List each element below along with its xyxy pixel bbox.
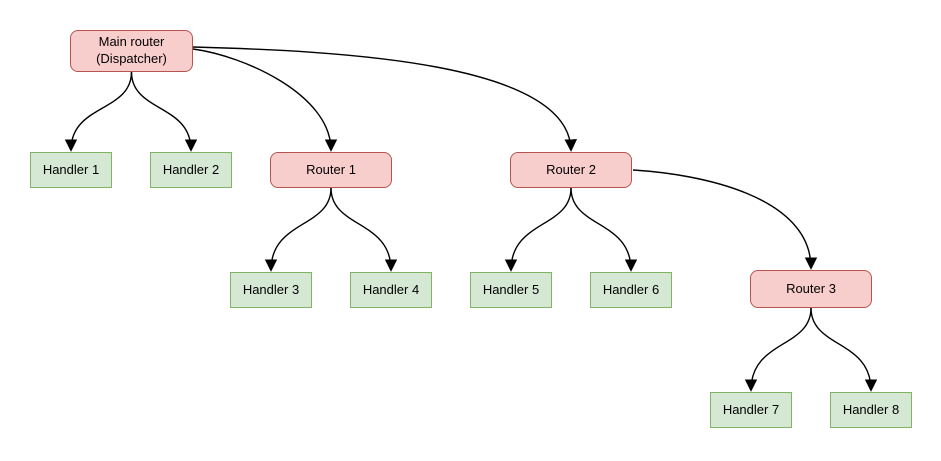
node-label: Handler 5 — [482, 281, 540, 297]
edge-router3-to-handler8 — [810, 307, 878, 392]
edge-router2-to-handler6 — [570, 187, 638, 272]
node-handler3: Handler 3 — [230, 272, 312, 308]
node-handler2: Handler 2 — [150, 152, 232, 188]
node-handler7: Handler 7 — [710, 392, 792, 428]
node-label-line2: (Dispatcher) — [96, 51, 167, 66]
node-router2: Router 2 — [510, 152, 632, 188]
node-label: Handler 1 — [42, 161, 100, 177]
node-handler6: Handler 6 — [590, 272, 672, 308]
node-handler1: Handler 1 — [30, 152, 112, 188]
node-label: Router 3 — [786, 280, 836, 296]
node-label: Handler 7 — [722, 401, 780, 417]
node-main-router: Main router (Dispatcher) — [70, 30, 193, 72]
edge-router3-to-handler7 — [744, 307, 812, 392]
edge-main-to-handler1 — [64, 71, 133, 152]
node-label: Handler 4 — [362, 281, 420, 297]
node-label: Handler 3 — [242, 281, 300, 297]
node-label: Handler 6 — [602, 281, 660, 297]
edge-main-to-router2 — [192, 46, 578, 152]
edge-router1-to-handler4 — [330, 187, 398, 272]
edge-main-to-router1 — [192, 48, 338, 152]
edge-router2-to-router3 — [632, 169, 818, 270]
node-label: Handler 2 — [162, 161, 220, 177]
edge-router1-to-handler3 — [264, 187, 332, 272]
edge-router2-to-handler5 — [504, 187, 572, 272]
edge-main-to-handler2 — [130, 71, 198, 152]
node-router1: Router 1 — [270, 152, 392, 188]
node-label: Router 2 — [546, 161, 596, 177]
node-router3: Router 3 — [750, 270, 872, 308]
node-handler8: Handler 8 — [830, 392, 912, 428]
node-label: Handler 8 — [842, 401, 900, 417]
node-handler4: Handler 4 — [350, 272, 432, 308]
node-label-line1: Main router — [98, 34, 165, 50]
node-handler5: Handler 5 — [470, 272, 552, 308]
node-label: Router 1 — [306, 161, 356, 177]
